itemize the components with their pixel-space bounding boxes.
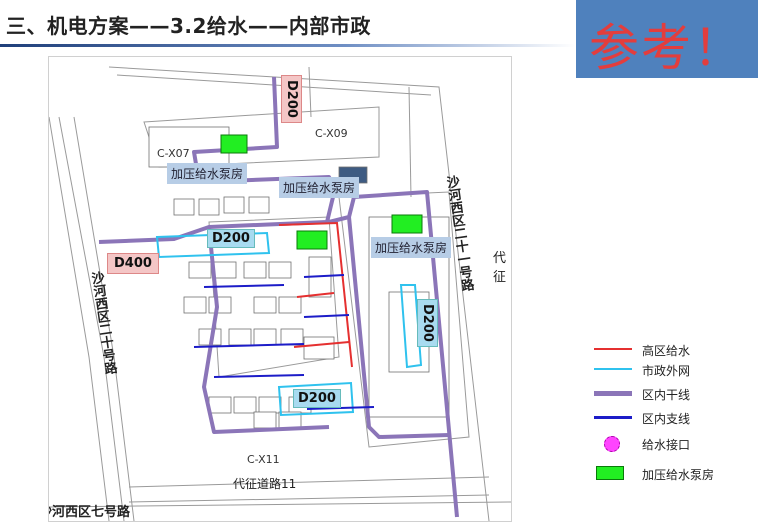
pipe-tag-d200-west: D200 (207, 229, 255, 248)
legend-swatch-municipal (594, 368, 632, 370)
connection-dot-icon (604, 436, 620, 452)
title-underline (0, 44, 575, 47)
pipe-tag-d200-north: D200 (281, 75, 302, 123)
legend-item-connection: 给水接口 (590, 436, 750, 456)
legend-item-municipal: 市政外网 (590, 362, 750, 382)
legend-item-branch: 区内支线 (590, 410, 750, 430)
legend-label-branch: 区内支线 (642, 412, 691, 426)
legend-label-high-zone: 高区给水 (642, 344, 691, 358)
legend-item-high-zone: 高区给水 (590, 342, 750, 362)
branch-lines (193, 274, 375, 410)
pipe-tag-d200-east: D200 (417, 299, 438, 347)
legend-label-municipal: 市政外网 (642, 364, 691, 378)
legend-swatch-branch (594, 416, 632, 419)
pump-room-callout-3: 加压给水泵房 (371, 237, 452, 258)
legend-swatch-trunk (594, 391, 632, 396)
parcel-label-c-x09: C-X09 (315, 127, 348, 140)
legend-item-pump-room: 加压给水泵房 (590, 466, 750, 486)
pump-room-box-icon (596, 466, 624, 480)
stamp-text: 参考！ (589, 19, 745, 77)
road-label-seven: 沙河西区七号路 (48, 505, 131, 520)
pump-room-markers (220, 134, 423, 250)
road-label-daizheng: 代征 (493, 251, 507, 285)
legend-swatch-high-zone (594, 348, 632, 350)
pump-room-callout-2: 加压给水泵房 (279, 177, 360, 198)
legend-label-pump-room: 加压给水泵房 (642, 468, 715, 482)
parcel-label-c-x11: C-X11 (247, 453, 280, 466)
reference-stamp: 参考！ (576, 0, 758, 78)
pump-room-callout-1: 加压给水泵房 (167, 163, 248, 184)
pipe-tag-d400: D400 (107, 253, 159, 274)
site-plan: C-X09 C-X07 C-X11 加压给水泵房 加压给水泵房 加压给水泵房 D… (48, 56, 512, 522)
legend-label-connection: 给水接口 (642, 438, 691, 452)
page-title: 三、机电方案——3.2给水——内部市政 (6, 14, 371, 38)
parcel-label-c-x07: C-X07 (157, 147, 190, 160)
road-label-daizheng-11: 代征道路11 (233, 477, 297, 491)
site-plan-drawing (49, 66, 511, 521)
legend-item-trunk: 区内干线 (590, 386, 750, 406)
pipe-tag-d200-south: D200 (293, 389, 341, 408)
legend-label-trunk: 区内干线 (642, 388, 691, 402)
high-zone-supply (278, 221, 353, 368)
